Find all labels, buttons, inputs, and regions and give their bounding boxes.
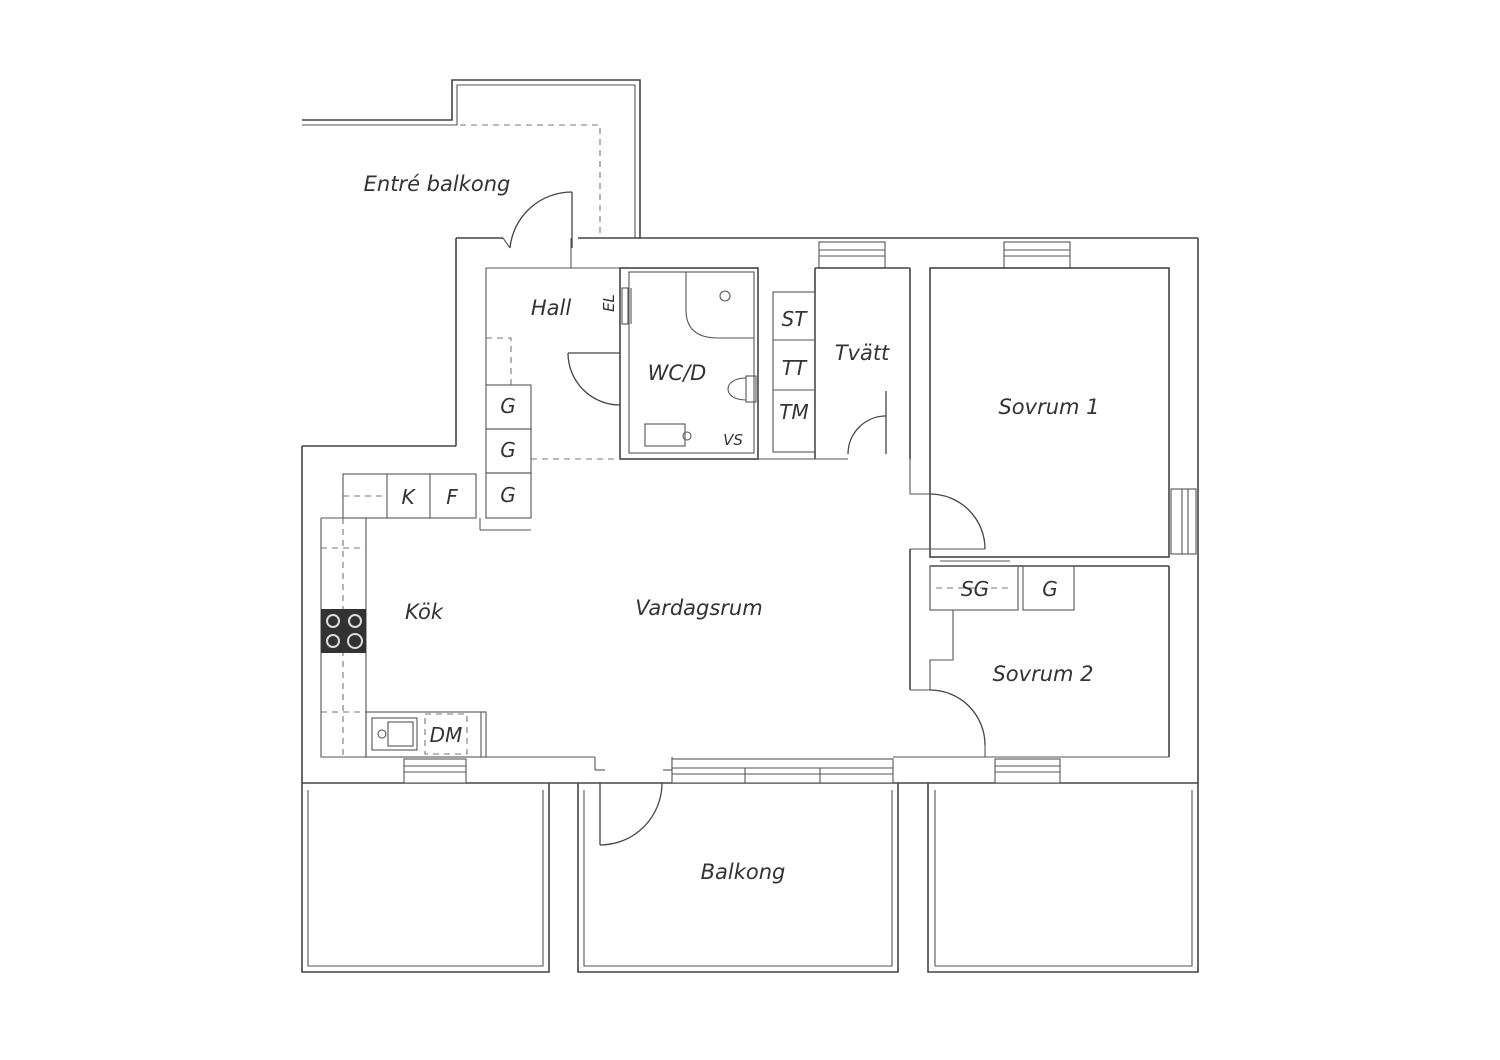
tag-g-hall-3: G [500, 483, 516, 507]
tag-g-hall-1: G [500, 394, 516, 418]
tag-st: ST [782, 307, 809, 331]
tag-dm: DM [430, 723, 463, 747]
label-sovrum-2: Sovrum 2 [992, 662, 1093, 686]
balconies [301, 782, 1199, 973]
tag-g-hall-2: G [500, 438, 516, 462]
tag-k: K [401, 485, 416, 509]
entrance-door [502, 191, 573, 249]
label-vardagsrum: Vardagsrum [635, 596, 762, 620]
tag-sg: SG [961, 577, 989, 601]
tag-g-bedroom: G [1042, 577, 1058, 601]
label-wc-d: WC/D [648, 361, 707, 385]
label-tvatt: Tvätt [835, 341, 890, 365]
tag-tt: TT [782, 356, 808, 380]
tag-f: F [446, 485, 458, 509]
bedroom-1-walls [909, 267, 1170, 558]
label-kok: Kök [405, 600, 444, 624]
windows [403, 241, 1197, 784]
label-sovrum-1: Sovrum 1 [998, 395, 1099, 419]
tag-el: EL [600, 294, 618, 312]
wc-room-walls [567, 267, 759, 460]
tag-vs: VS [723, 431, 743, 449]
entrance-balcony-outline [302, 79, 641, 238]
kitchen-fixtures [320, 473, 487, 758]
laundry-room-walls [758, 267, 911, 460]
outer-walls [301, 237, 1199, 784]
bedroom-2-walls [909, 549, 1170, 757]
label-entre-balkong: Entré balkong [364, 172, 511, 196]
tag-tm: TM [779, 400, 808, 424]
label-hall: Hall [531, 296, 571, 320]
label-balkong: Balkong [701, 860, 786, 884]
hall-wardrobes [479, 337, 620, 531]
